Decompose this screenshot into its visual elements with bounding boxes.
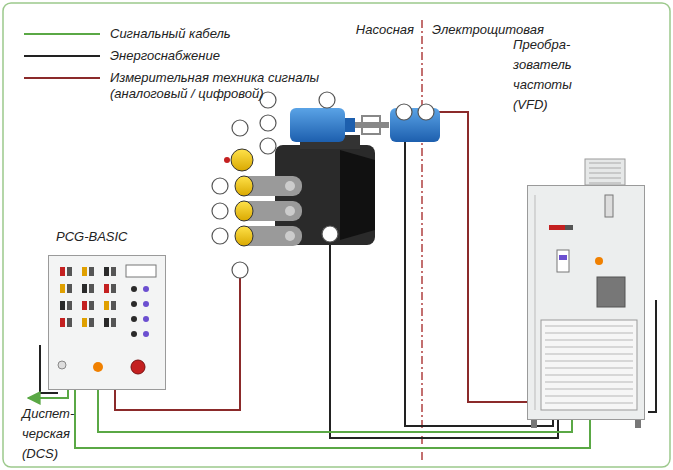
vfd-cabinet-drawing: [527, 185, 645, 420]
node-heading: Преобра- зователь частоты (VFD): [513, 35, 603, 115]
pressure-damper: [224, 149, 253, 171]
signal-cable: [75, 390, 590, 448]
legend-text: Измерительная техника сигналы (аналоговы…: [110, 70, 340, 102]
sensor-circles: [212, 92, 434, 278]
legend-text: Сигнальный кабель: [110, 26, 340, 42]
vfd-cabinet: Преобра- зователь частоты (VFD): [527, 185, 645, 420]
legend-line-sample: [24, 77, 100, 79]
measurement-wire: [434, 112, 527, 402]
dcs-label: Диспет- черская (DCS): [22, 404, 102, 464]
legend-line-sample: [24, 55, 100, 57]
controller-cabinet: PCG-BASIC: [48, 255, 166, 390]
legend-line-sample: [24, 33, 100, 35]
power-wire: [330, 242, 558, 438]
controller-cabinet-drawing: [48, 255, 166, 390]
room-label: Насосная: [330, 20, 414, 40]
dcs-signal-arrow: [28, 390, 68, 398]
room-label: Электрощитовая: [432, 20, 562, 40]
room-divider: [421, 20, 423, 462]
node-heading: PCG-BASIC: [56, 227, 206, 247]
frame: [3, 3, 670, 467]
legend-text: Энергоснабжение: [110, 48, 340, 64]
pump-cylinders: [235, 176, 302, 246]
signal-cable: [98, 390, 572, 432]
power-wire: [648, 300, 656, 412]
